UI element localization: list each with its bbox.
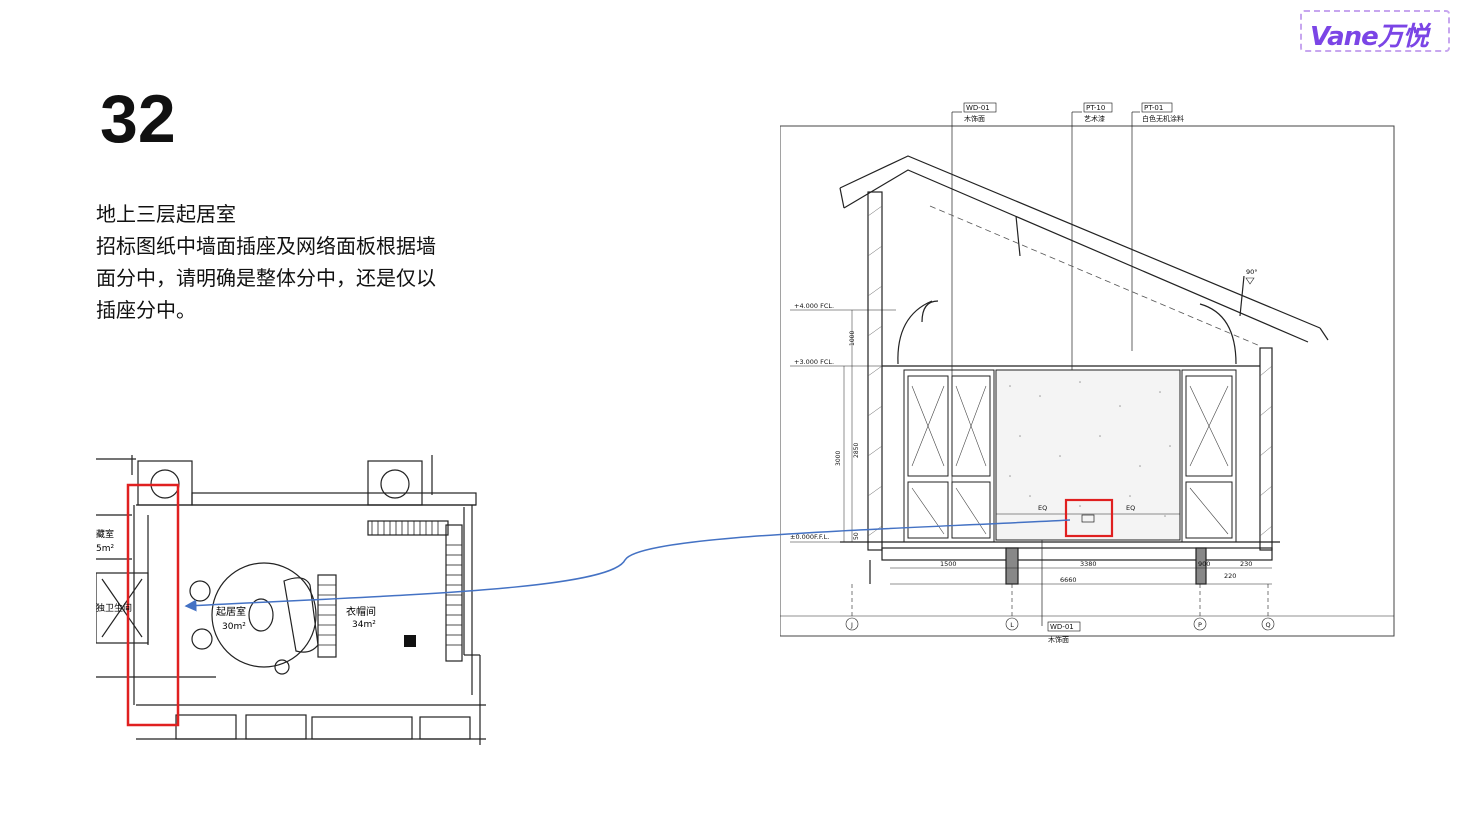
elevation-drawing: WD-01 木饰面 PT-10 艺术漆 PT-01 白色无机涂料 WD-01 木… xyxy=(780,102,1395,644)
description: 地上三层起居室 招标图纸中墙面插座及网络面板根据墙 面分中，请明确是整体分中，还… xyxy=(96,198,476,326)
label-living-area: 30m² xyxy=(222,622,246,632)
grid-circle-p xyxy=(1193,617,1207,631)
description-line: 招标图纸中墙面插座及网络面板根据墙 xyxy=(96,234,436,258)
floor-plan: 藏室 5m² 独卫生间 起居室 30m² 衣帽间 34m² xyxy=(96,455,486,745)
svg-text:木饰面: 木饰面 xyxy=(1048,635,1069,644)
grid-label-q: Q xyxy=(1265,621,1270,629)
level-4000: +4.000 FCL. xyxy=(794,302,834,310)
dim-3380: 3380 xyxy=(1080,560,1097,568)
bath-room xyxy=(96,572,149,644)
dim-2850: 2850 xyxy=(853,443,860,458)
chimney-right-circle xyxy=(380,469,410,499)
callout-wd01-bottom: WD-01 木饰面 xyxy=(1047,621,1081,644)
label-storage: 藏室 xyxy=(96,528,114,540)
grid-circle-j xyxy=(845,617,859,631)
level-0000: ±0.000F.F.L. xyxy=(790,533,829,541)
svg-text:PT-10: PT-10 xyxy=(1086,104,1105,112)
callout-pt01: PT-01 白色无机涂料 xyxy=(1141,102,1184,123)
description-line: 地上三层起居室 xyxy=(96,202,236,226)
eq-mark-left: EQ xyxy=(1038,504,1047,512)
dim-900: 900 xyxy=(1198,560,1210,568)
dim-50: 50 xyxy=(853,532,860,540)
svg-text:WD-01: WD-01 xyxy=(966,104,990,112)
angle-label: 90° xyxy=(1246,268,1258,276)
roof-outer xyxy=(839,155,1321,329)
art-paint-panel xyxy=(995,369,1181,541)
label-living: 起居室 xyxy=(216,605,246,618)
description-line: 插座分中。 xyxy=(96,298,196,322)
grid-label-j: J xyxy=(850,621,853,629)
svg-text:WD-01: WD-01 xyxy=(1050,623,1074,631)
svg-text:艺术漆: 艺术漆 xyxy=(1084,114,1105,123)
dim-1000: 1000 xyxy=(849,331,856,346)
floor-slab xyxy=(881,547,1273,561)
dim-1500: 1500 xyxy=(940,560,957,568)
connector-arrow xyxy=(184,519,1071,612)
closet-shelf xyxy=(317,574,337,658)
dim-220: 220 xyxy=(1224,572,1236,580)
logo-text: Vane万悦 xyxy=(1310,22,1429,52)
drawing-frame xyxy=(780,125,1395,637)
chair xyxy=(189,580,211,602)
eq-mark-right: EQ xyxy=(1126,504,1135,512)
grid-circle-q xyxy=(1261,617,1275,631)
svg-text:白色无机涂料: 白色无机涂料 xyxy=(1142,114,1184,123)
svg-text:PT-01: PT-01 xyxy=(1144,104,1163,112)
svg-text:木饰面: 木饰面 xyxy=(964,114,985,123)
grid-label-l: L xyxy=(1010,621,1014,629)
page-number: 32 xyxy=(100,81,176,157)
wall-right xyxy=(1259,347,1273,551)
callout-wd01-top: WD-01 木饰面 xyxy=(963,102,997,123)
dim-230: 230 xyxy=(1240,560,1252,568)
highlight-box-plan xyxy=(126,483,180,727)
round-table xyxy=(211,562,317,668)
socket-icon xyxy=(1081,514,1095,523)
dim-6660: 6660 xyxy=(1060,576,1077,584)
description-line: 面分中，请明确是整体分中，还是仅以 xyxy=(96,266,436,290)
level-3000: +3.000 FCL. xyxy=(794,358,834,366)
label-closet-area: 34m² xyxy=(352,620,376,630)
callout-pt10: PT-10 艺术漆 xyxy=(1083,102,1113,123)
label-bath: 独卫生间 xyxy=(96,602,132,614)
column-marker xyxy=(404,635,416,647)
dim-3000: 3000 xyxy=(835,451,842,466)
logo-border xyxy=(1300,10,1450,52)
highlight-box-elevation xyxy=(1064,498,1114,538)
chair xyxy=(191,628,213,650)
logo: Vane万悦 xyxy=(1300,10,1450,52)
label-closet: 衣帽间 xyxy=(346,605,376,618)
grid-label-p: P xyxy=(1198,621,1202,629)
wall-left xyxy=(867,191,883,551)
grid-circle-l xyxy=(1005,617,1019,631)
roof-inner xyxy=(843,169,1309,343)
label-storage-area: 5m² xyxy=(96,544,114,554)
